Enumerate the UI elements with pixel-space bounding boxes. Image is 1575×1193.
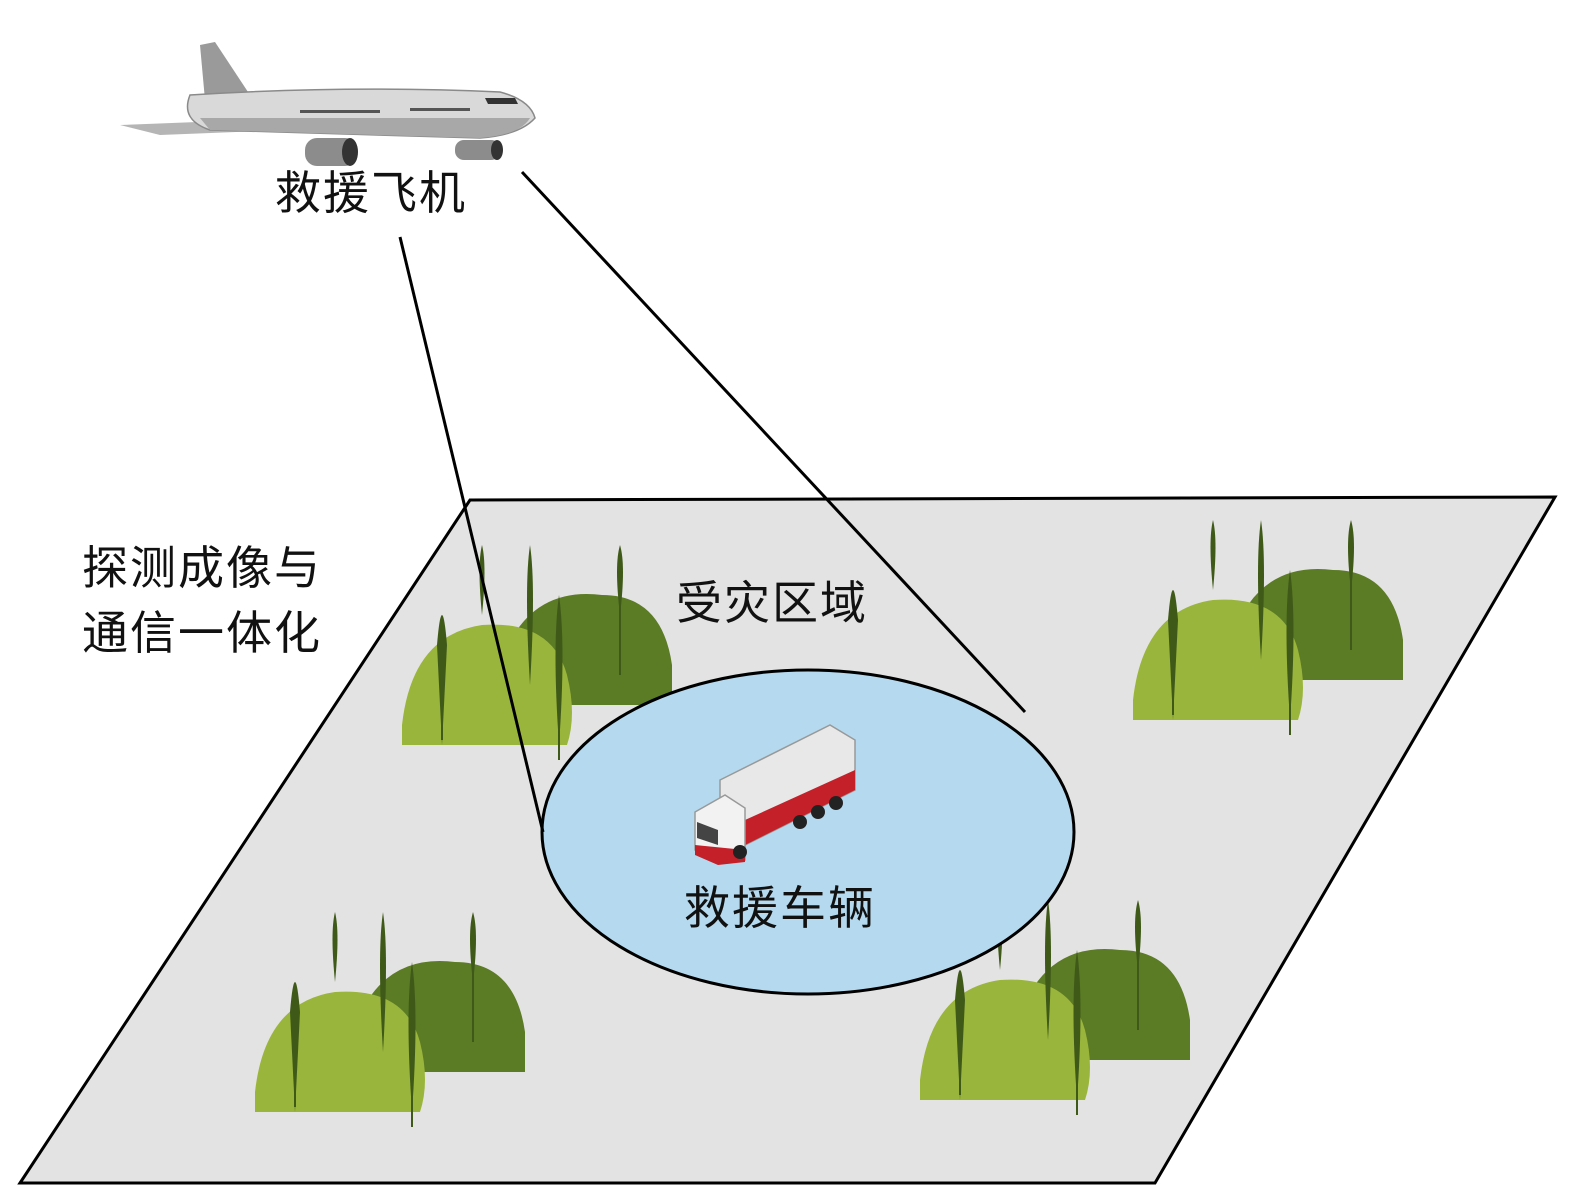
- disaster-area: [540, 668, 1076, 996]
- beam-left-edge: [398, 236, 545, 833]
- rescue-truck-icon: [694, 724, 856, 865]
- rescue-aircraft-icon: [120, 42, 536, 166]
- vehicle-label: 救援车辆: [684, 881, 876, 935]
- beam-right-edge: [520, 170, 1027, 714]
- disaster-area-label: 受灾区域: [676, 576, 868, 630]
- integration-label-line2: 通信一体化: [82, 606, 322, 660]
- integration-label-line1: 探测成像与: [82, 541, 322, 595]
- aircraft-label: 救援飞机: [275, 166, 467, 220]
